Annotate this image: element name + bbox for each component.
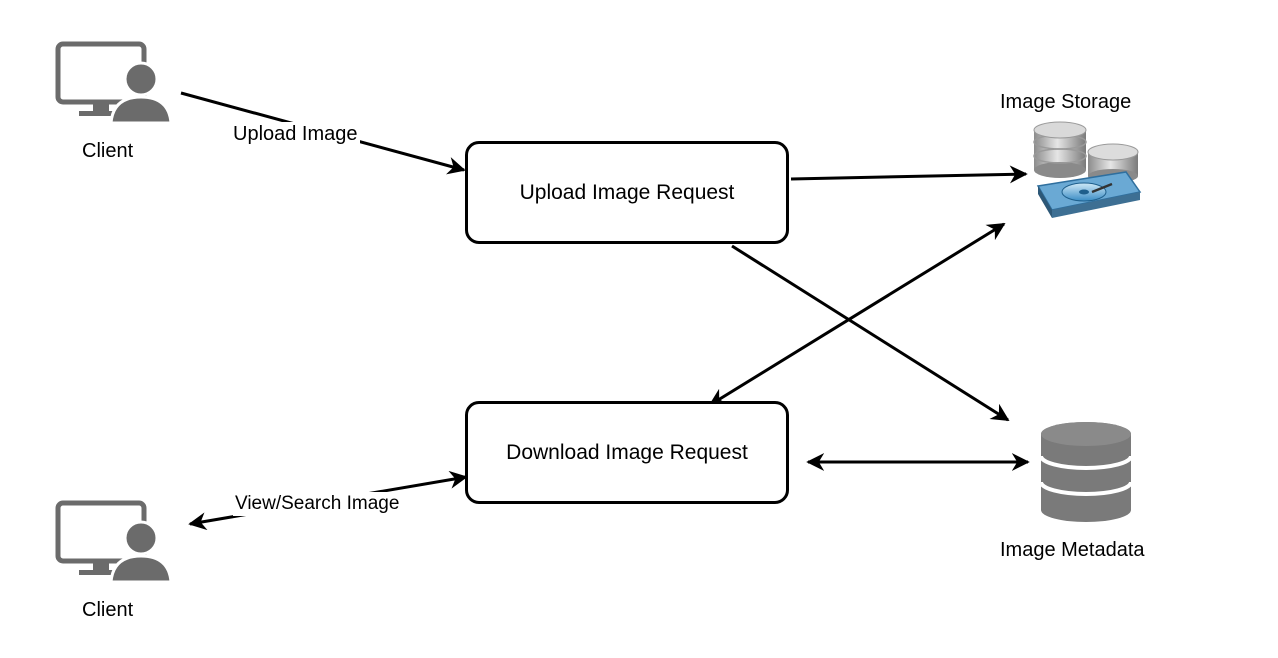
client-top-label: Client (82, 140, 134, 162)
database-icon (1041, 422, 1131, 522)
client-computer-user-icon (55, 41, 171, 123)
edge-label-upload-image: Upload Image (231, 122, 360, 146)
download-image-request-label: Download Image Request (506, 440, 748, 464)
client-bottom-label: Client (82, 599, 134, 621)
edge-upload-to-storage (790, 165, 1028, 184)
edge-upload-to-metadata (731, 244, 1010, 422)
storage-disks-icon (1033, 121, 1142, 218)
upload-image-request-box: Upload Image Request (465, 141, 789, 244)
image-storage-label: Image Storage (1000, 91, 1132, 113)
edge-label-view-search-image: View/Search Image (233, 492, 402, 516)
edge-storage-download (708, 222, 1006, 407)
client-computer-user-icon (55, 500, 171, 582)
upload-image-request-label: Upload Image Request (519, 180, 735, 204)
image-metadata-label: Image Metadata (1000, 539, 1145, 561)
download-image-request-box: Download Image Request (465, 401, 789, 504)
